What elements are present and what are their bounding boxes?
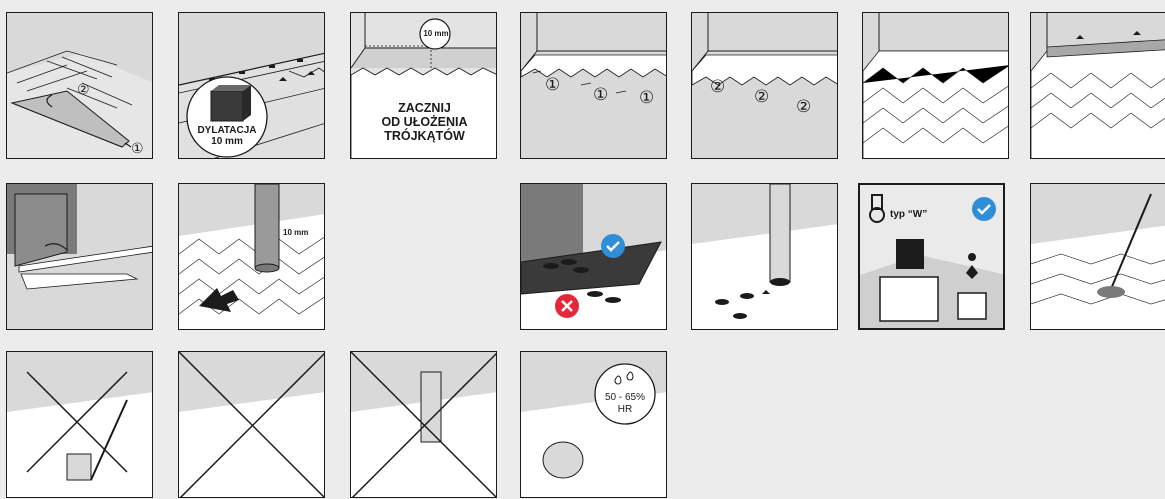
step-2-c: ②: [796, 97, 811, 117]
step-1-label: ①: [131, 140, 144, 157]
panel-step-1: ① ① ①: [520, 12, 667, 159]
start-text-2: OD UŁOŻENIA: [351, 115, 497, 129]
panel-skirting: [1030, 12, 1165, 159]
panel-furniture-pads: [691, 183, 838, 330]
panel-humidity: 50 - 65% HR: [520, 351, 667, 498]
panel-start-triangles: 10 mm ZACZNIJ OD UŁOŻENIA TRÓJKĄTÓW: [350, 12, 497, 159]
start-text-3: TRÓJKĄTÓW: [351, 129, 497, 143]
dilatation-label: DYLATACJA: [193, 125, 261, 136]
start-text-1: ZACZNIJ: [351, 101, 497, 115]
step-2-label: ②: [77, 81, 90, 98]
panel-dilatation: DYLATACJA 10 mm: [178, 12, 325, 159]
panel-angle-lock: ② ①: [6, 12, 153, 159]
panel-no-steam: [350, 351, 497, 498]
step-2-a: ②: [710, 77, 725, 97]
humidity-label-1: 50 - 65%: [597, 392, 653, 403]
dilatation-gap-label: 10 mm: [193, 136, 261, 147]
step-1-b: ①: [593, 85, 608, 105]
humidity-label-2: HR: [597, 404, 653, 415]
pipe-gap-label: 10 mm: [283, 228, 308, 237]
panel-chair-wheels: typ “W”: [858, 183, 1005, 330]
panel-mat: [520, 183, 667, 330]
wheels-type-label: typ “W”: [890, 209, 927, 220]
panel-no-bucket: [6, 351, 153, 498]
panel-step-2: ② ② ②: [691, 12, 838, 159]
panel-herringbone: [862, 12, 1009, 159]
panel-door-frame: [6, 183, 153, 330]
triangles-gap-label: 10 mm: [421, 29, 451, 38]
panel-no-water: [178, 351, 325, 498]
panel-pipe: 10 mm: [178, 183, 325, 330]
step-1-c: ①: [639, 88, 654, 108]
step-1-a: ①: [545, 75, 560, 95]
step-2-b: ②: [754, 87, 769, 107]
panel-mop: [1030, 183, 1165, 330]
